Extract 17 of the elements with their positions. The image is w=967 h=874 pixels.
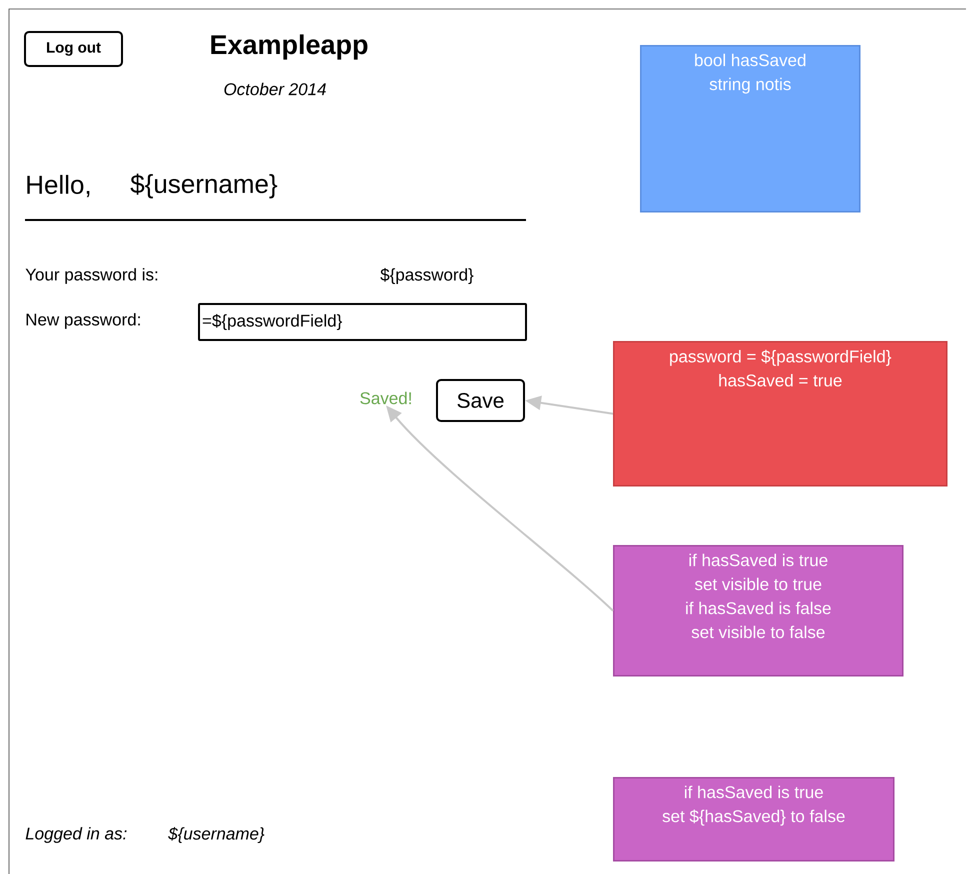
password-value: ${password} [380, 268, 474, 284]
app-title: Exampleapp [211, 34, 368, 60]
field-label: New password: [26, 313, 140, 329]
date: October 2014 [224, 82, 326, 96]
greeting-name: ${username} [130, 174, 278, 198]
status-text: Saved! [360, 392, 411, 404]
input-field: =${passwordField} [198, 303, 527, 341]
button: Save [436, 379, 525, 422]
note-box: password = ${passwordField} hasSaved = true [613, 341, 948, 486]
note-box: if hasSaved is true set ${hasSaved} to false [613, 777, 894, 862]
note-box: if hasSaved is true set visible to true if hasSaved is false set visible to false [613, 545, 904, 676]
note-box: bool hasSaved string notis [640, 45, 860, 212]
greeting: Hello, [27, 174, 90, 198]
button: Log out [24, 31, 123, 67]
field-label: Your password is: [26, 268, 158, 284]
username-value: ${username} [168, 826, 264, 844]
status-text: Logged in as: [26, 827, 127, 843]
